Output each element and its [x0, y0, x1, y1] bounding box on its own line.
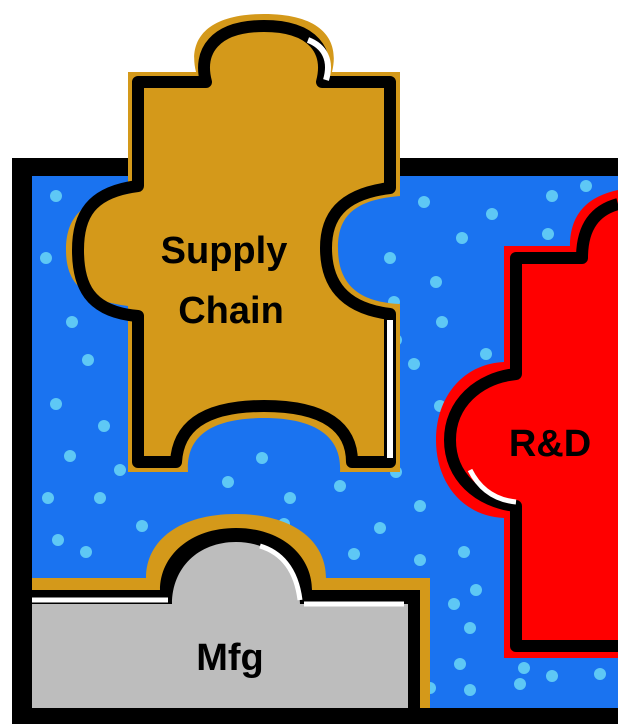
board-dot — [470, 584, 482, 596]
board-dot — [546, 190, 558, 202]
supply-chain-piece: Supply Chain — [66, 14, 400, 472]
board-dot — [52, 534, 64, 546]
board-dot — [66, 316, 78, 328]
board-dot — [480, 348, 492, 360]
board-dot — [136, 520, 148, 532]
board-dot — [436, 316, 448, 328]
rnd-piece-inner-border — [444, 198, 618, 652]
rnd-piece: R&D — [436, 190, 618, 658]
board-dot — [408, 358, 420, 370]
board-dot — [222, 476, 234, 488]
rnd-piece-outline — [436, 190, 618, 658]
board-dot — [514, 678, 526, 690]
board-dot — [430, 276, 442, 288]
board-dot — [518, 662, 530, 674]
supply-chain-piece-outline — [66, 14, 400, 472]
mfg-piece-highlight — [32, 543, 404, 607]
mfg-piece: Mfg — [32, 514, 430, 708]
board-dot — [40, 252, 52, 264]
board-dot — [454, 658, 466, 670]
board-dot — [334, 480, 346, 492]
mfg-label: Mfg — [196, 637, 264, 679]
board-dot — [94, 492, 106, 504]
board-dot — [384, 252, 396, 264]
board-dot — [64, 450, 76, 462]
board-dot — [256, 452, 268, 464]
mfg-piece-inner — [32, 542, 408, 708]
board-dot — [594, 668, 606, 680]
supply-chain-label-line2: Chain — [178, 290, 284, 332]
board-dot — [448, 598, 460, 610]
board-dot — [98, 420, 110, 432]
board-dot — [546, 670, 558, 682]
board-dot — [418, 196, 430, 208]
board-dot — [82, 354, 94, 366]
board-dot — [284, 492, 296, 504]
board-dot — [580, 180, 592, 192]
board-dot — [42, 492, 54, 504]
board-dot — [374, 522, 386, 534]
board-dot — [456, 232, 468, 244]
board-dot — [114, 464, 126, 476]
rnd-piece-highlight — [467, 468, 517, 505]
board-dot — [414, 554, 426, 566]
board-dot — [486, 208, 498, 220]
board-dot — [348, 548, 360, 560]
board-dot — [414, 500, 426, 512]
supply-chain-piece-highlight — [306, 37, 393, 458]
board-dot — [50, 398, 62, 410]
rnd-label: R&D — [509, 423, 591, 465]
board-dot — [80, 546, 92, 558]
board-dot — [464, 622, 476, 634]
board-dot — [458, 546, 470, 558]
board-dot — [50, 190, 62, 202]
board-dot — [464, 684, 476, 696]
supply-chain-label-line1: Supply — [161, 230, 288, 272]
board-dot — [542, 228, 554, 240]
supply-chain-piece-inner-border — [72, 20, 396, 468]
